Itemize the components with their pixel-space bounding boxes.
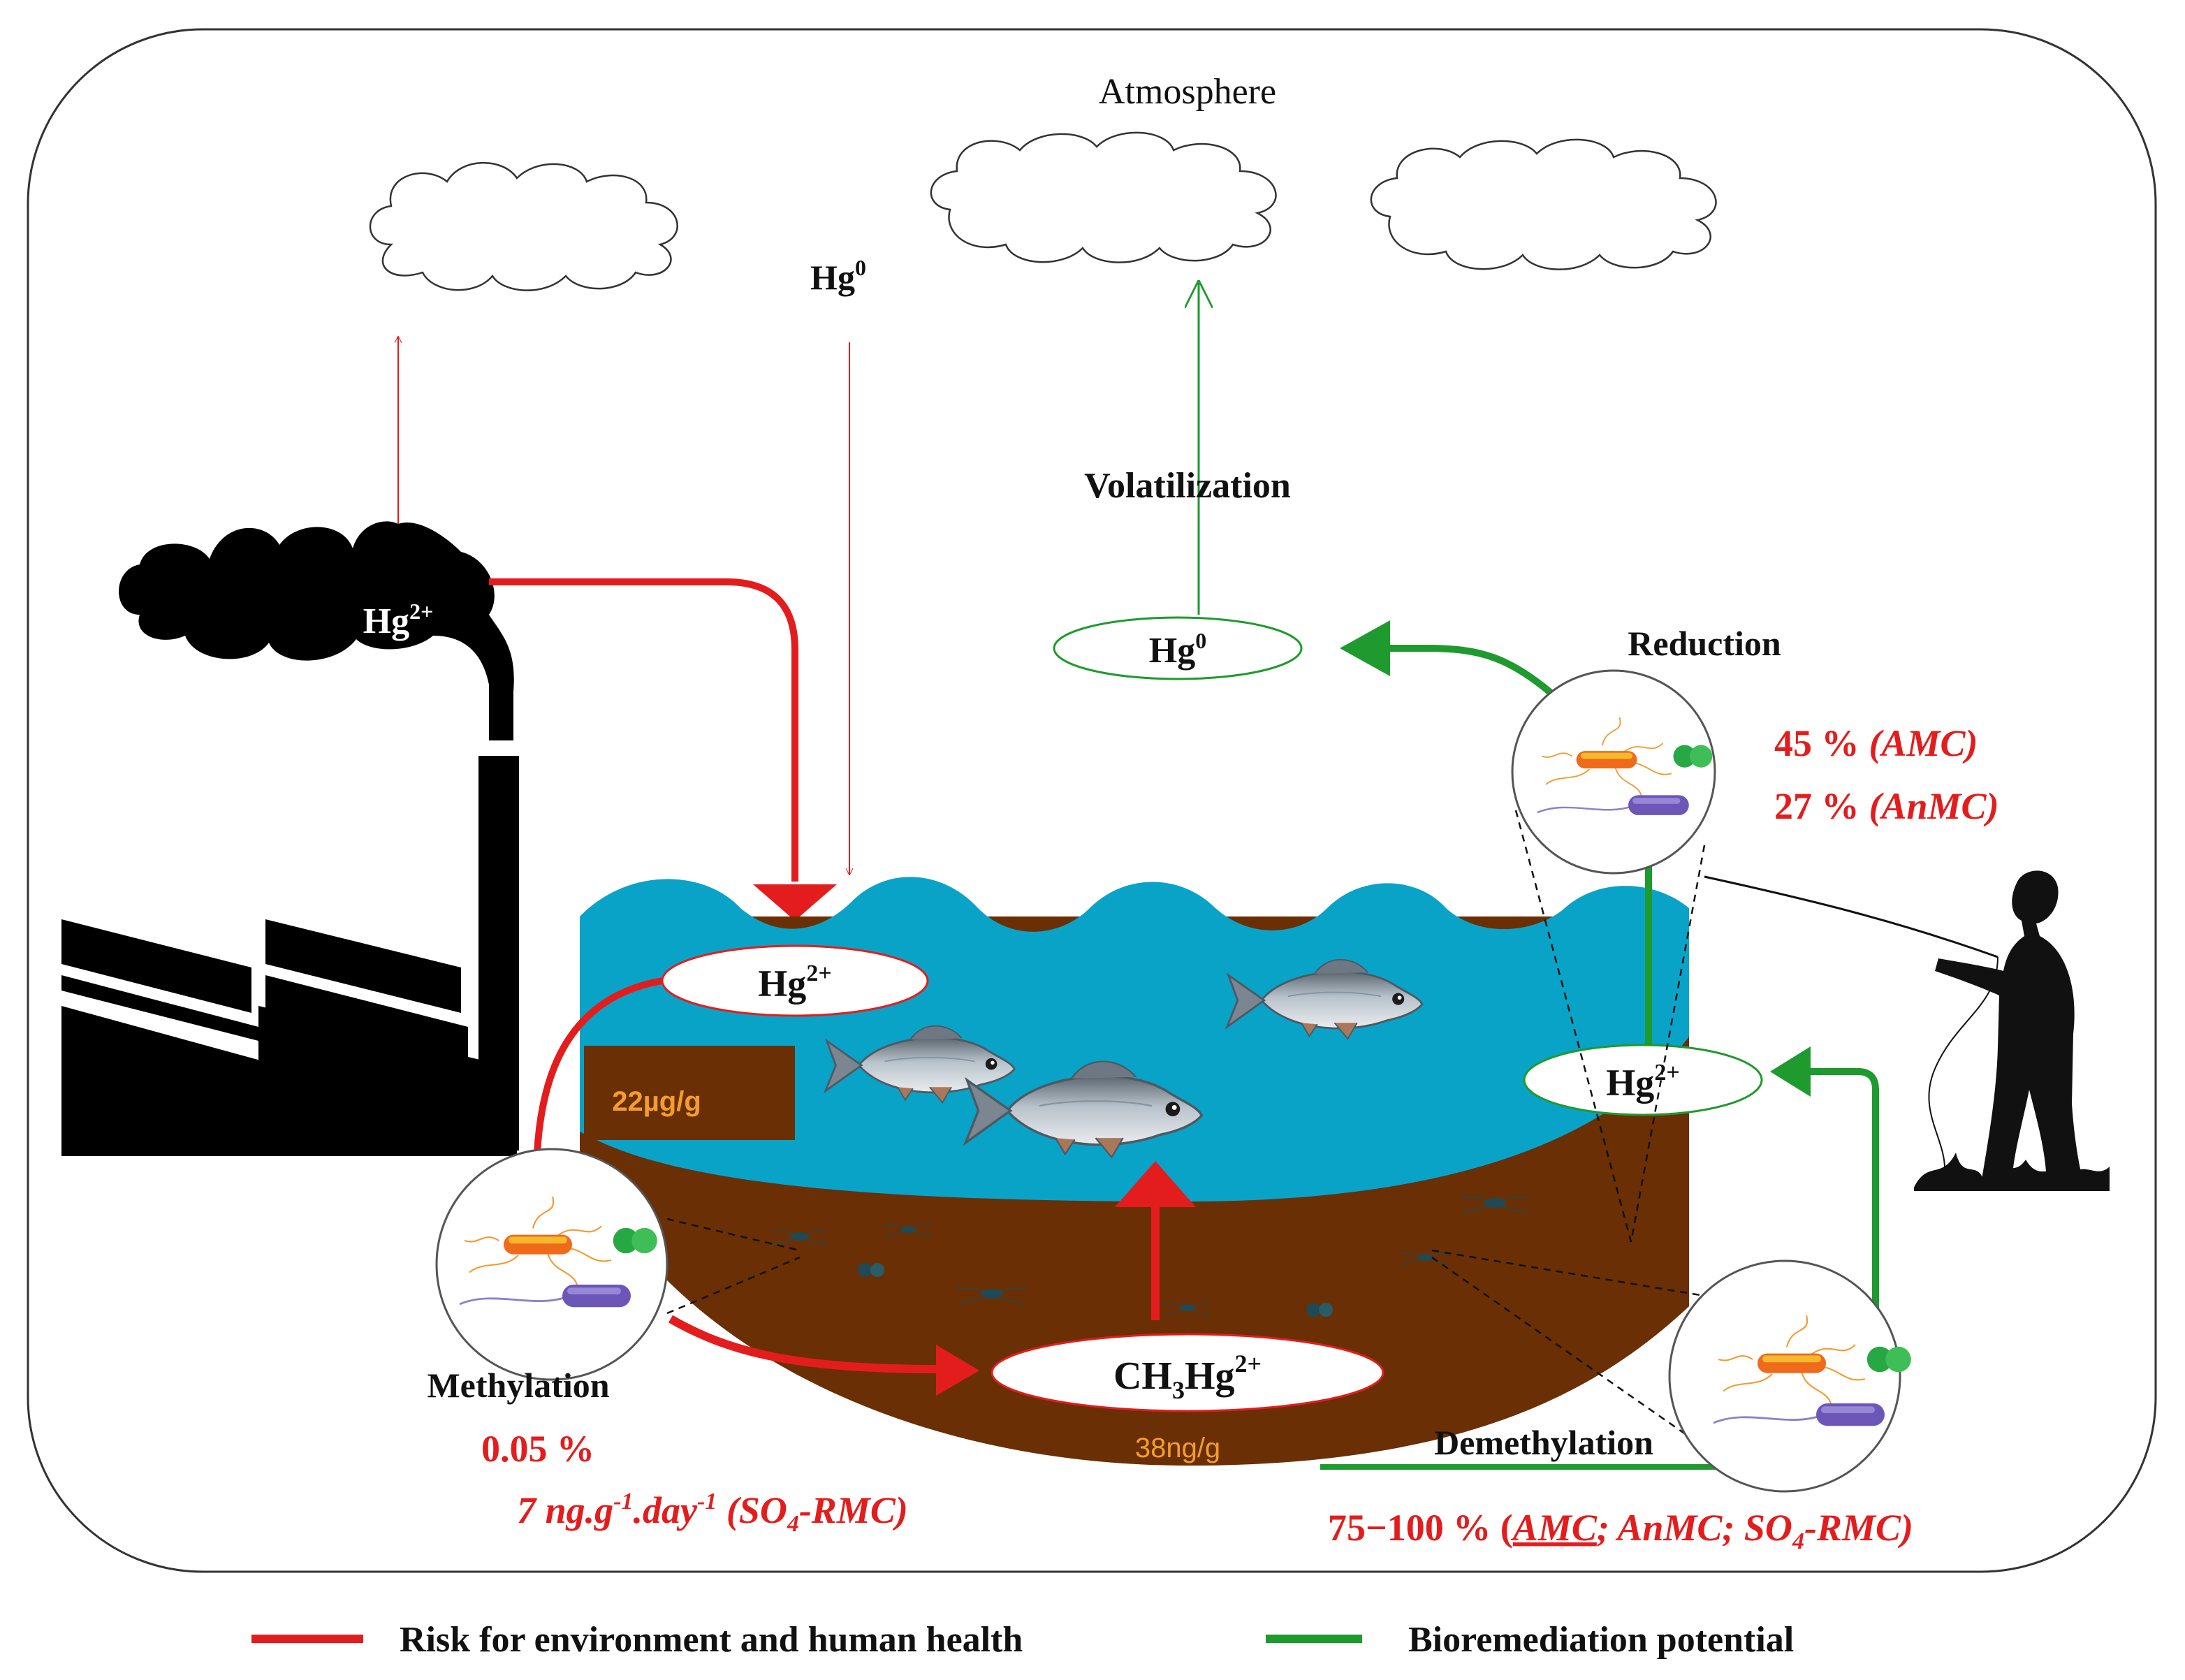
bioaccumulation-arrowhead	[1115, 1161, 1196, 1207]
factory-icon	[61, 521, 519, 1156]
hg2-right-node	[1523, 1044, 1763, 1116]
emission-arrowhead	[753, 884, 837, 921]
cloud-icon	[930, 131, 1277, 263]
demethylation-rate: 75−100 % (AMC; AnMC; SO4-RMC)	[1328, 1507, 1913, 1554]
legend-bioremediation-label: Bioremediation potential	[1408, 1620, 1794, 1660]
sediment-concentration-box	[584, 1046, 795, 1140]
hg0-node	[1053, 616, 1303, 680]
reduction-bacteria-circle	[1511, 669, 1716, 875]
cloud-icon	[369, 161, 678, 291]
demethylation-path	[1802, 1068, 1879, 1341]
ch3hg-concentration: 38ng/g	[1135, 1433, 1220, 1463]
ch3hg-node	[991, 1333, 1384, 1412]
methylation-label: Methylation	[427, 1366, 609, 1405]
outer-frame	[27, 28, 2157, 1573]
reduction-label: Reduction	[1628, 624, 1781, 663]
hg2-right-node-label: Hg2+	[1606, 1060, 1679, 1104]
methylation-bacteria-circle	[435, 1148, 668, 1381]
sediment-concentration: 22µg/g	[612, 1086, 701, 1117]
emission-path	[489, 578, 798, 882]
methylation-rate-daily: 7 ng.g-1.day-1 (SO4-RMC)	[517, 1489, 908, 1537]
fisherman-icon	[1704, 870, 2110, 1191]
methylation-input-path	[532, 977, 663, 1188]
hg2-emission-label: Hg2+	[363, 599, 434, 641]
reduction-rate-amc: 45 %(AMC)	[1774, 722, 1978, 764]
hg2-water-node-label: Hg2+	[758, 960, 831, 1005]
reduction-rate-anmc: 27 %(AnMC)	[1774, 785, 1999, 827]
reduction-arrowhead	[1340, 620, 1390, 676]
atmosphere-label: Atmosphere	[1099, 72, 1276, 112]
demethylation-bacteria-circle	[1668, 1259, 1901, 1493]
methylation-arrow	[668, 1315, 944, 1373]
reduction-path	[1383, 645, 1652, 1045]
methylation-arrowhead	[936, 1345, 979, 1396]
demethylation-arrowhead	[1770, 1046, 1811, 1097]
demethylation-label: Demethylation	[1434, 1423, 1653, 1462]
methylation-rate-percent: 0.05 %	[481, 1428, 594, 1470]
legend-risk-label: Risk for environment and human health	[400, 1620, 1023, 1660]
microbe-icon	[858, 1263, 872, 1277]
zoom-line	[666, 1218, 801, 1252]
cloud-icon	[1370, 138, 1717, 270]
microbe-icon	[1306, 1303, 1320, 1317]
ch3hg-node-label: CH3Hg2+	[1113, 1350, 1262, 1404]
hg0-atmospheric-label: Hg0	[810, 255, 866, 297]
volatilization-label: Volatilization	[1084, 466, 1291, 506]
hg0-node-label: Hg0	[1149, 628, 1206, 671]
